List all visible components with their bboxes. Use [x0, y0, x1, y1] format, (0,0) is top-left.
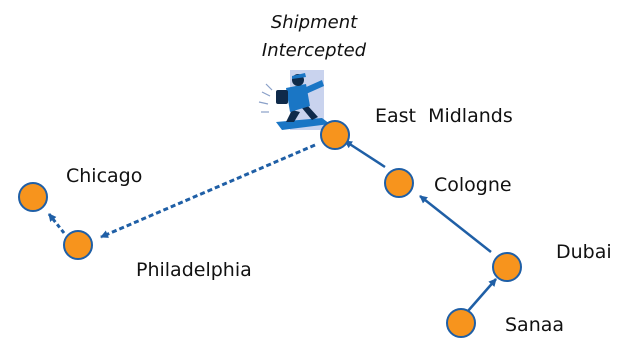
running-courier-icon [258, 70, 330, 130]
intercept-label-line1: Shipment [271, 12, 358, 33]
label-chicago: Chicago [66, 165, 142, 187]
edge-sanaa-dubai [467, 278, 497, 312]
label-east-midlands: East Midlands [375, 105, 513, 127]
node-sanaa [446, 308, 476, 338]
node-chicago [18, 182, 48, 212]
intercept-label-line2: Intercepted [262, 40, 367, 61]
label-cologne: Cologne [434, 174, 512, 196]
node-east-midlands [320, 120, 350, 150]
node-dubai [492, 252, 522, 282]
label-dubai: Dubai [556, 241, 612, 263]
edge-east-midlands-philadelphia [100, 143, 316, 239]
edge-philadelphia-chicago [47, 213, 66, 234]
label-philadelphia: Philadelphia [136, 259, 252, 281]
label-sanaa: Sanaa [505, 314, 564, 336]
edge-dubai-cologne [419, 195, 492, 253]
node-philadelphia [63, 230, 93, 260]
edge-cologne-east-midlands [344, 139, 386, 169]
node-cologne [384, 168, 414, 198]
